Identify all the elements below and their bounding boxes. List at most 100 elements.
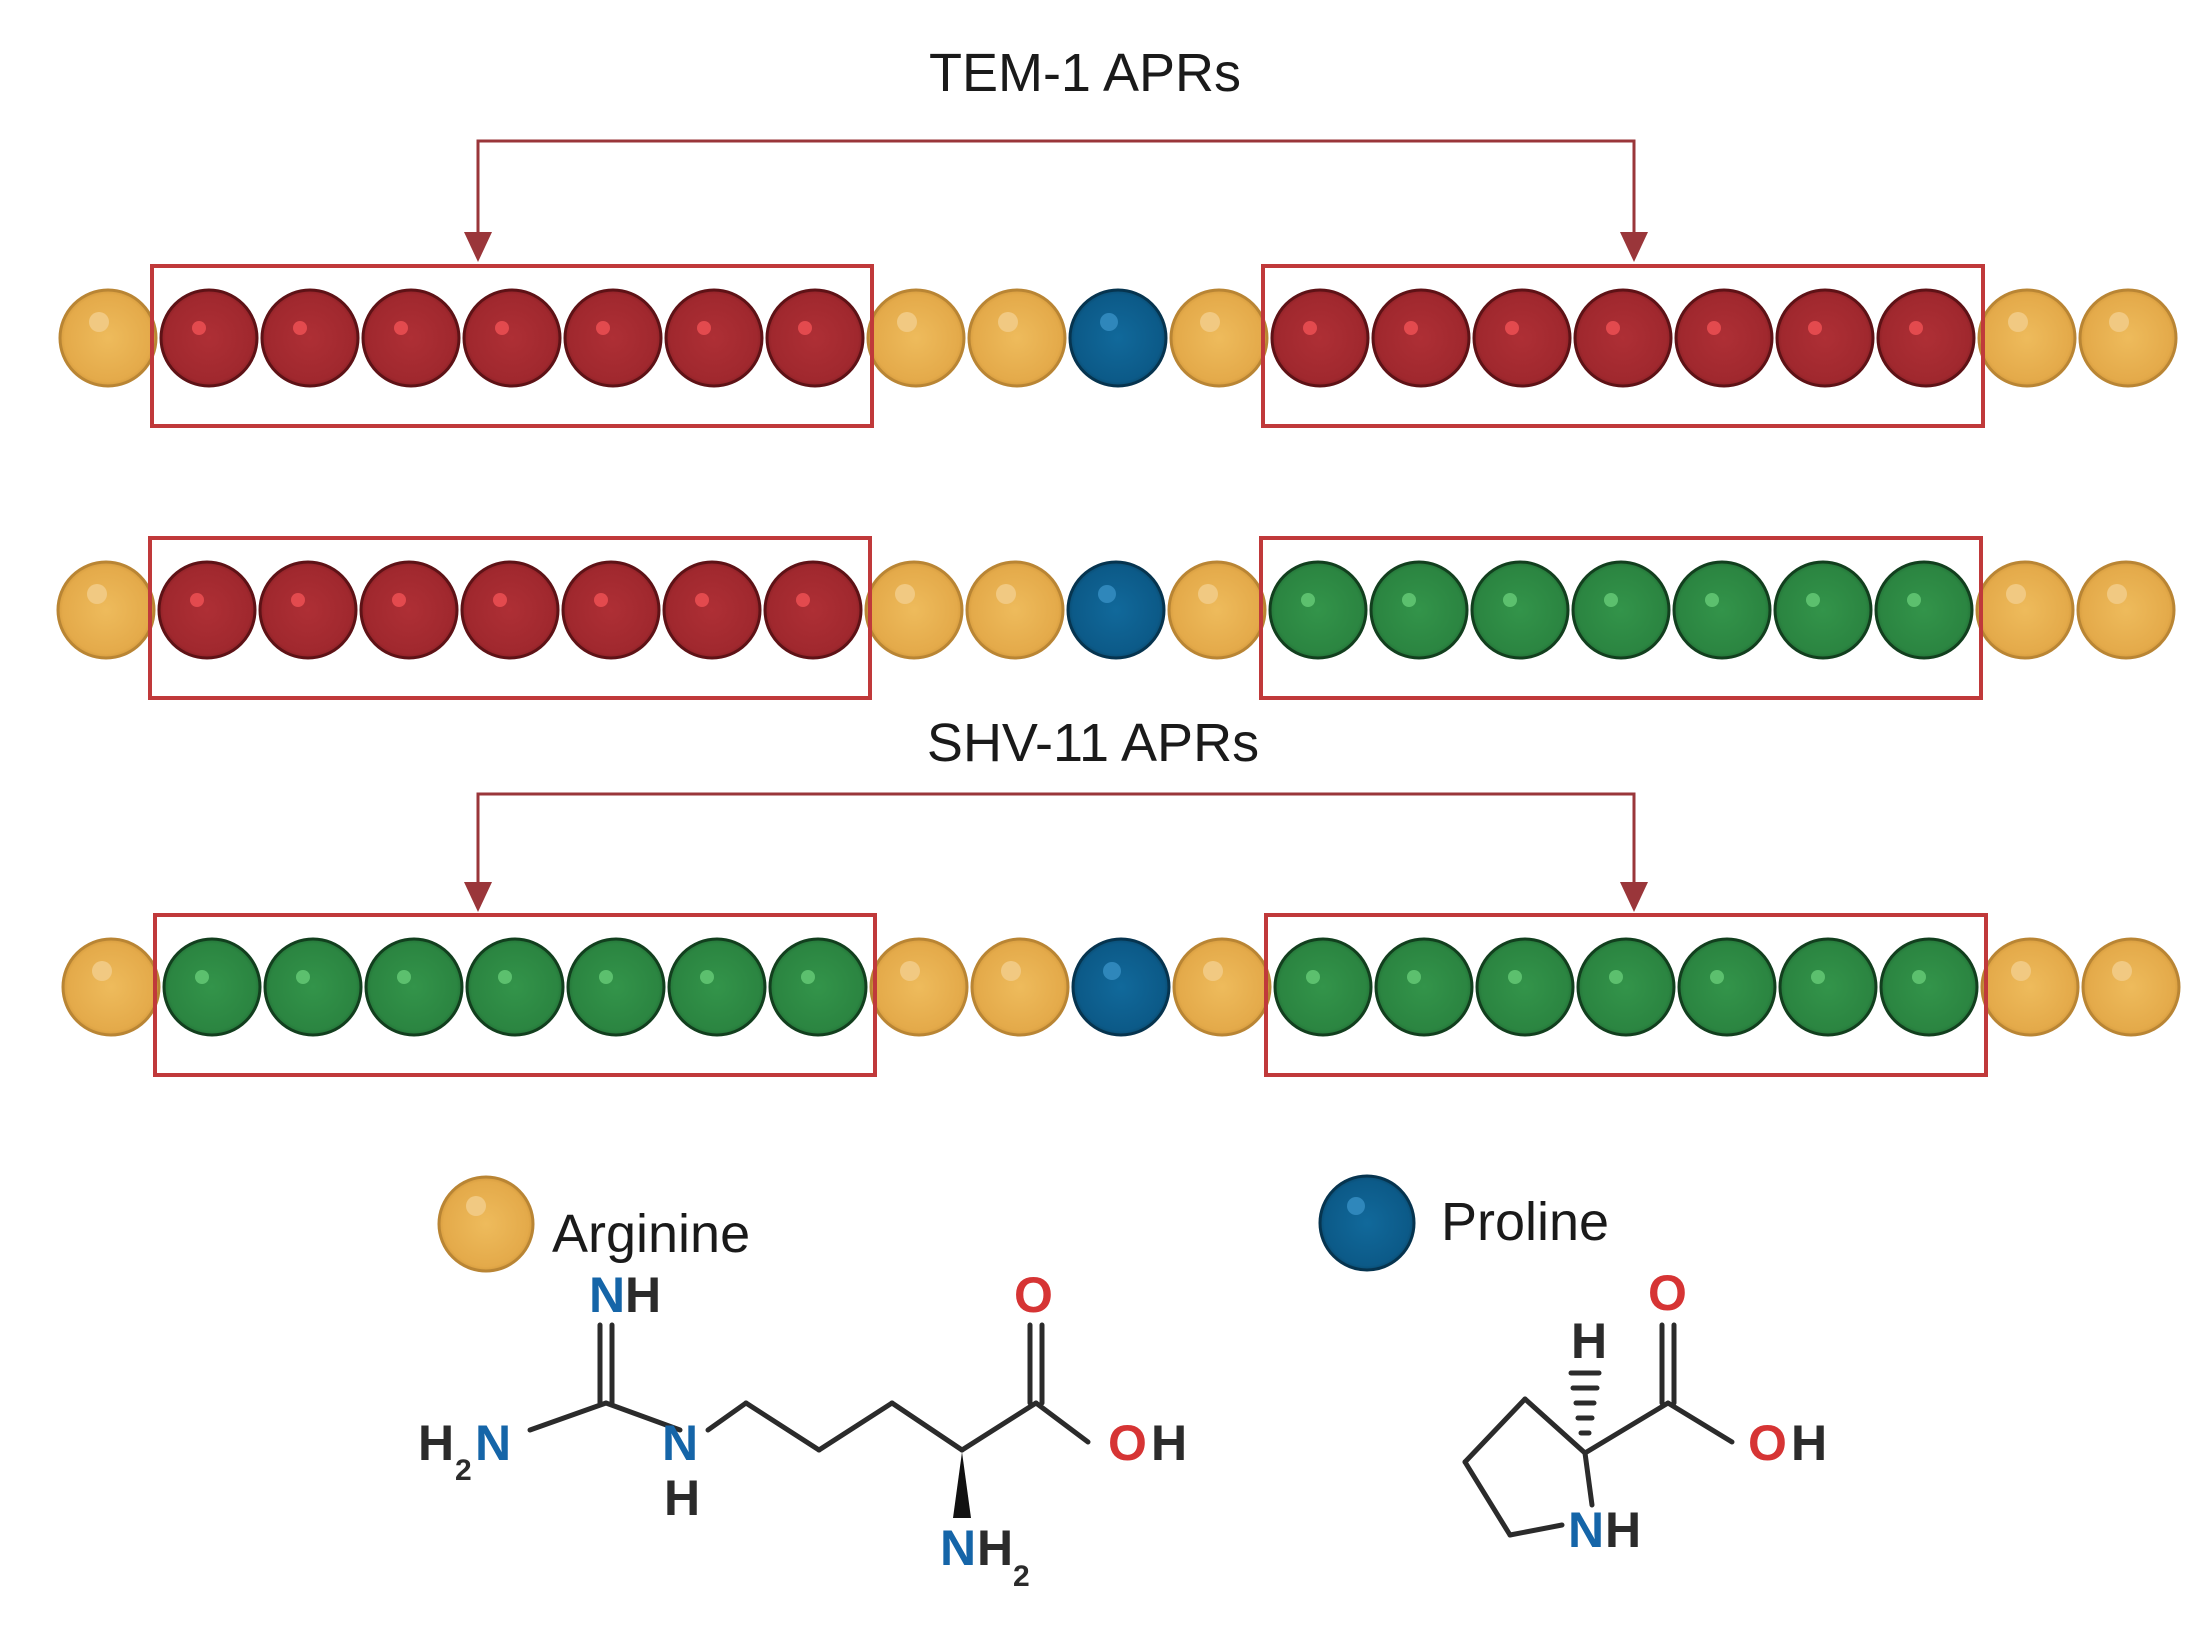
arginine-legend-label: Arginine [552,1204,750,1264]
apr-box-right [1259,536,1983,700]
shv11-apr-label: SHV-11 APRs [927,713,1259,773]
arginine-imine-n: N [589,1267,625,1323]
green-residue [1576,937,1676,1037]
shv11-chain [61,913,2181,1077]
tem1-chain [58,264,2178,428]
green-residue [1672,560,1772,660]
arginine-residue [1167,560,1267,660]
red-residue [662,560,762,660]
green-residue [768,937,868,1037]
shv11-apr-connector [464,792,1648,912]
proline-ring-n: N [1568,1502,1604,1558]
arginine-residue [1169,288,1269,388]
legend-arginine: Arginine [437,1175,750,1273]
arginine-residue [869,937,969,1037]
red-residue [260,288,360,388]
arginine-residue [61,937,161,1037]
apr-box-left [150,264,874,428]
proline-legend-label: Proline [1441,1192,1609,1252]
arginine-residue [967,288,1067,388]
arginine-hydroxyl-h: H [1151,1415,1187,1471]
proline-carbonyl-o: O [1648,1265,1687,1321]
arginine-residue [56,560,156,660]
red-residue [563,288,663,388]
green-residue [162,937,262,1037]
arginine-alpha-n: N [940,1520,976,1576]
green-residue [1374,937,1474,1037]
proline-hydroxyl-h: H [1791,1415,1827,1471]
red-residue [561,560,661,660]
green-residue [1475,937,1575,1037]
green-residue [1879,937,1979,1037]
arginine-alpha-sub: 2 [1013,1560,1030,1593]
arginine-residue [1980,937,2080,1037]
arginine-hydroxyl-o: O [1108,1415,1147,1471]
green-residue [1773,560,1873,660]
green-residue [1778,937,1878,1037]
green-residue [1273,937,1373,1037]
apr-box-left [153,913,877,1077]
arginine-atom-labels: N H H 2 N N H O O H N H 2 [418,1267,1187,1593]
proline-alpha-h: H [1571,1313,1607,1369]
arginine-residue [970,937,1070,1037]
red-residue [1674,288,1774,388]
arginine-residue [58,288,158,388]
apr-box-right [1264,913,1988,1077]
proline-atom-labels: H O O H N H [1568,1265,1827,1558]
arrowhead-right-icon [1620,882,1648,912]
red-residue [765,288,865,388]
green-residue [1677,937,1777,1037]
red-residue [361,288,461,388]
arrowhead-right-icon [1620,232,1648,262]
arginine-alpha-h: H [977,1520,1013,1576]
arrowhead-left-icon [464,232,492,262]
red-residue [462,288,562,388]
arginine-carbonyl-o: O [1014,1267,1053,1323]
red-residue [258,560,358,660]
arrowhead-left-icon [464,882,492,912]
green-residue [1369,560,1469,660]
arginine-sec-h: H [664,1470,700,1526]
red-residue [359,560,459,660]
hybrid-chain [56,536,2176,700]
green-residue [667,937,767,1037]
red-residue [1270,288,1370,388]
arginine-imine-h: H [625,1267,661,1323]
proline-ring-h: H [1605,1502,1641,1558]
green-residue [1571,560,1671,660]
proline-residue [1071,937,1171,1037]
red-residue [1876,288,1976,388]
red-residue [1775,288,1875,388]
arginine-structure [527,1322,1091,1518]
green-residue [566,937,666,1037]
arginine-amine-h: H [418,1415,454,1471]
proline-residue [1066,560,1166,660]
red-residue [664,288,764,388]
red-residue [1472,288,1572,388]
arginine-residue [965,560,1065,660]
green-residue [1470,560,1570,660]
arginine-bead-icon [437,1175,535,1273]
apr-box-right [1261,264,1985,428]
green-residue [1874,560,1974,660]
proline-structure [1462,1322,1735,1538]
green-residue [465,937,565,1037]
arginine-residue [2078,288,2178,388]
apr-box-left [148,536,872,700]
red-residue [159,288,259,388]
green-residue [263,937,363,1037]
tem1-apr-connector [464,139,1648,262]
legend-proline: Proline [1318,1174,1609,1272]
arginine-residue [2081,937,2181,1037]
arginine-residue [864,560,964,660]
proline-hydroxyl-o: O [1748,1415,1787,1471]
green-residue [1268,560,1368,660]
red-residue [460,560,560,660]
proline-bead-icon [1318,1174,1416,1272]
arginine-residue [866,288,966,388]
arginine-amine-n: N [475,1415,511,1471]
arginine-residue [1975,560,2075,660]
arginine-residue [1172,937,1272,1037]
proline-residue [1068,288,1168,388]
arginine-sec-n: N [662,1415,698,1471]
